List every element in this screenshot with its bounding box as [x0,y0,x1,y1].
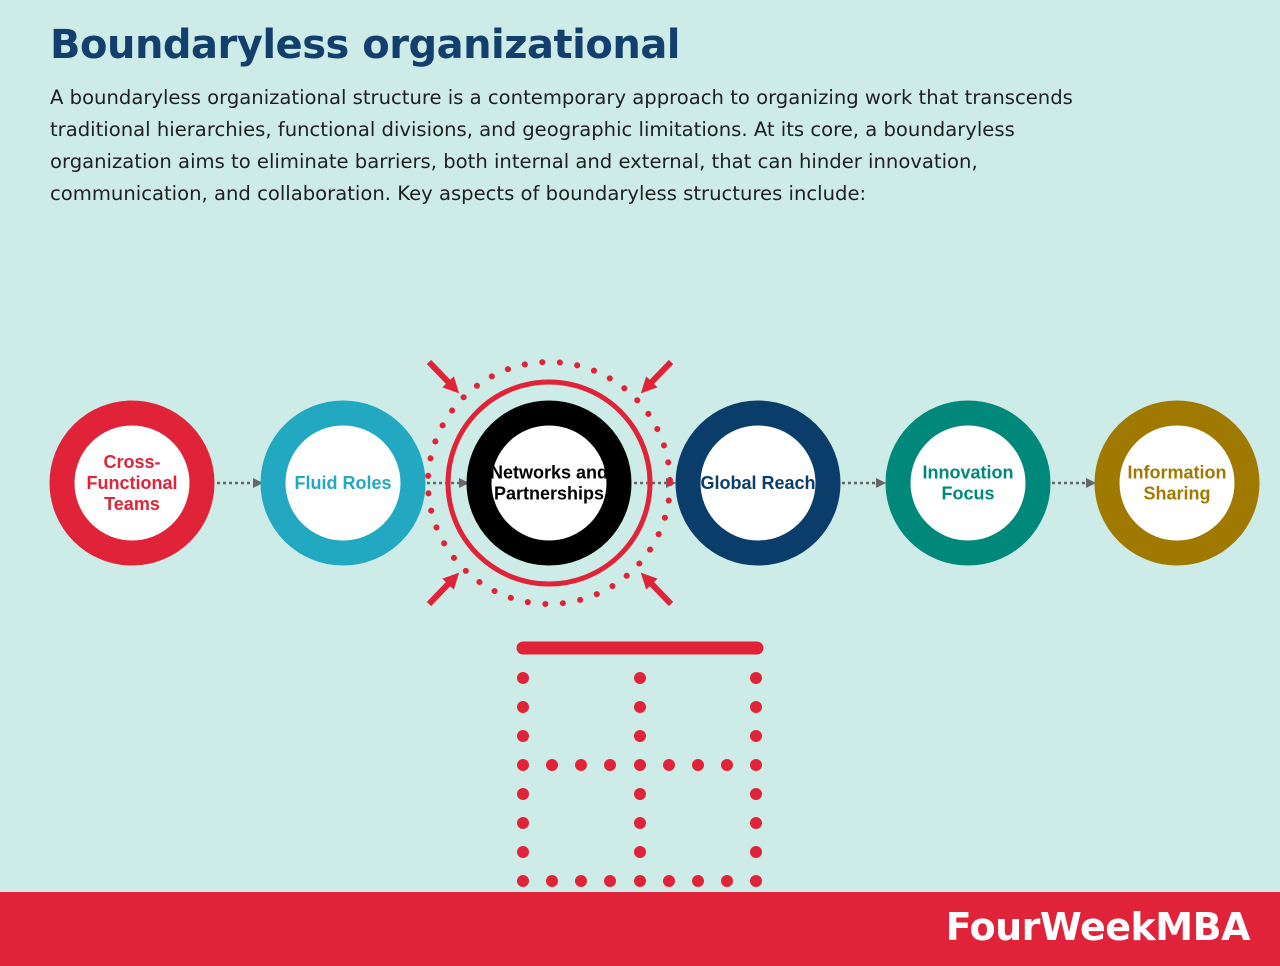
org-dot [663,875,675,887]
org-dot [517,701,529,713]
org-dot [517,817,529,829]
node-label: Global Reach [700,473,815,493]
node-label: Fluid Roles [294,473,391,493]
org-dot [750,759,762,771]
org-dot [517,846,529,858]
page-title: Boundaryless organizational [50,22,681,68]
org-dot [634,730,646,742]
brand-logo: FourWeekMBA [945,905,1251,949]
node-ring [260,400,426,566]
org-dot [517,875,529,887]
node-label: Cross- [103,452,160,472]
org-dot [546,759,558,771]
org-dot [750,730,762,742]
node-ring [885,400,1051,566]
inward-arrow [426,572,460,607]
inward-arrow [640,572,674,607]
org-dot [517,730,529,742]
page-description: A boundaryless organizational structure … [50,86,1073,205]
inward-arrow [426,359,460,394]
org-dot [634,788,646,800]
org-dot [517,672,529,684]
org-dot [575,759,587,771]
node-label: Teams [104,494,160,514]
org-dot [517,788,529,800]
node-fluid-roles: Fluid Roles [260,400,426,566]
node-label: Focus [941,484,994,504]
dotted-boundary-ring [425,359,673,607]
node-label: Partnerships [494,484,604,504]
org-dot [663,759,675,771]
node-ring [49,400,215,566]
org-dot [604,759,616,771]
org-dot [750,788,762,800]
node-label: Innovation [923,463,1014,483]
org-dot [546,875,558,887]
node-global-reach: Global Reach [675,400,841,566]
org-dot [750,817,762,829]
org-dot [721,759,733,771]
focus-ring [445,379,653,587]
node-label: Information [1128,463,1227,483]
org-dot [634,875,646,887]
org-dot [604,875,616,887]
org-dot [692,875,704,887]
org-dot [575,875,587,887]
node-ring [466,400,632,566]
org-dot [634,759,646,771]
org-dot [750,875,762,887]
org-dot [721,875,733,887]
org-dot [750,672,762,684]
org-dot [517,759,529,771]
org-dot [750,701,762,713]
org-dot [634,817,646,829]
org-dot [750,846,762,858]
node-label: Functional [87,473,178,493]
node-label: Networks and [490,463,608,483]
org-dot [634,701,646,713]
org-dot [634,846,646,858]
footer-bar: FourWeekMBA [0,892,1280,966]
node-label: Sharing [1143,484,1210,504]
org-dot [634,672,646,684]
node-ring [675,400,841,566]
inward-arrow [640,359,674,394]
node-ring [1094,400,1260,566]
org-dot [692,759,704,771]
